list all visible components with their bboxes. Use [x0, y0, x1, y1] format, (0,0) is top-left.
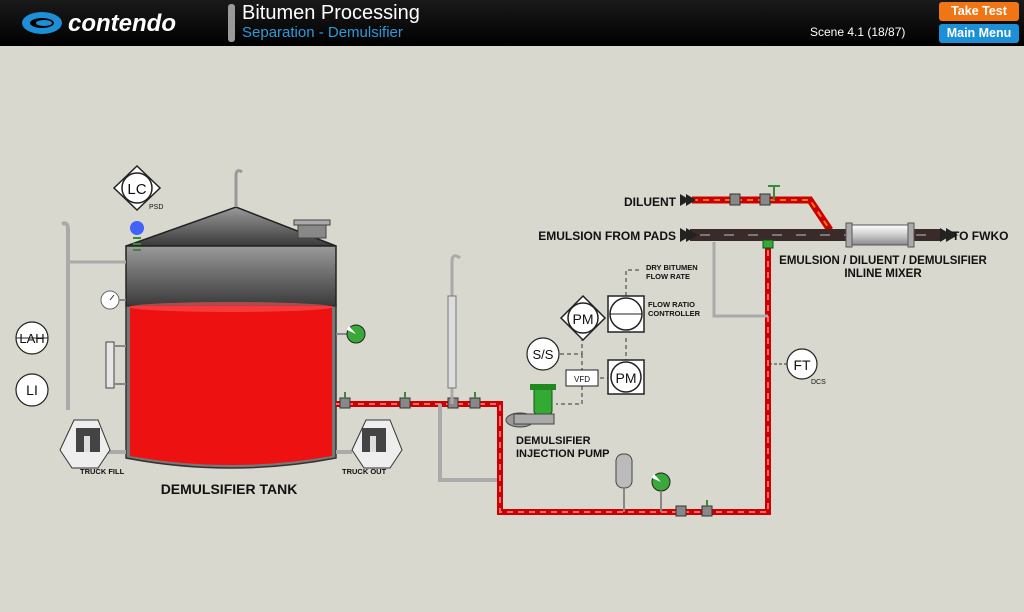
- tank-gauge: [336, 324, 366, 344]
- li-instrument[interactable]: LI: [15, 373, 49, 407]
- discharge-gauge: [651, 472, 671, 512]
- pm-top-instrument[interactable]: PM: [559, 294, 607, 342]
- lc-instrument[interactable]: LC: [112, 164, 162, 212]
- vfd-label: VFD: [574, 375, 590, 384]
- lc-label: LC: [127, 181, 146, 198]
- dcs-label: DCS: [811, 379, 826, 386]
- ss-instrument[interactable]: S/S: [526, 337, 560, 371]
- ft-instrument[interactable]: FT: [768, 348, 818, 380]
- process-diagram: DEMULSIFIER TANK LC PSD LAH LI: [15, 164, 1008, 517]
- sight-glass: [105, 341, 126, 389]
- demulsifier-discharge-line: [497, 246, 771, 515]
- vfd-box[interactable]: VFD: [565, 369, 599, 387]
- pulsation-dampener: [615, 453, 633, 512]
- emulsion-branch-pipe: [712, 242, 768, 318]
- calibration-column: [438, 254, 500, 482]
- lah-instrument[interactable]: LAH: [15, 321, 49, 355]
- pump-label-1: DEMULSIFIER: [516, 435, 591, 447]
- dry-bitumen-label-2: FLOW RATE: [646, 272, 690, 281]
- mixer-label-1: EMULSION / DILUENT / DEMULSIFIER: [779, 255, 987, 267]
- diluent-valves[interactable]: [729, 185, 780, 206]
- injection-point: [762, 239, 774, 249]
- fill-pipe: [61, 221, 126, 454]
- truck-out-label: TRUCK OUT: [342, 467, 387, 476]
- truck-out-station[interactable]: [336, 419, 403, 469]
- page-subtitle: Separation - Demulsifier: [242, 24, 403, 41]
- demulsifier-tank: [125, 169, 337, 469]
- emulsion-from-pads-label: EMULSION FROM PADS: [538, 229, 676, 243]
- take-test-button[interactable]: Take Test: [939, 2, 1019, 21]
- main-menu-button[interactable]: Main Menu: [939, 24, 1019, 43]
- contendo-logo: contendo: [22, 10, 176, 37]
- tank-liquid: [130, 306, 332, 465]
- lah-label: LAH: [19, 331, 44, 346]
- pump-label-2: INJECTION PUMP: [516, 448, 610, 460]
- pm-bottom-instrument[interactable]: PM: [607, 359, 645, 395]
- diluent-label: DILUENT: [624, 195, 677, 209]
- pm-bottom-label: PM: [616, 370, 637, 386]
- level-transmitter: [130, 221, 144, 251]
- demulsifier-injection-pump[interactable]: [505, 384, 556, 428]
- flow-ratio-controller[interactable]: [607, 295, 645, 333]
- truck-fill-label: TRUCK FILL: [80, 467, 125, 476]
- inline-mixer[interactable]: [845, 222, 915, 248]
- header-bar: contendo Bitumen Processing Separation -…: [0, 0, 1024, 46]
- tank-label: DEMULSIFIER TANK: [161, 481, 298, 497]
- pressure-gauge: [100, 290, 126, 310]
- li-label: LI: [26, 382, 38, 398]
- pm-top-label: PM: [573, 311, 594, 327]
- frc-label-2: CONTROLLER: [648, 309, 701, 318]
- scene-counter: Scene 4.1 (18/87): [810, 25, 906, 39]
- demulsifier-suction-line: [336, 401, 503, 420]
- logo-text: contendo: [68, 10, 176, 37]
- discharge-valves[interactable]: [675, 500, 713, 517]
- to-fwko-label: TO FWKO: [952, 229, 1008, 243]
- diluent-line: [680, 194, 833, 232]
- page-title: Bitumen Processing: [242, 2, 420, 24]
- emulsion-line: [680, 228, 958, 242]
- truck-fill-station[interactable]: [59, 419, 111, 469]
- ft-label: FT: [793, 357, 811, 373]
- ss-label: S/S: [533, 347, 554, 362]
- mixer-label-2: INLINE MIXER: [844, 268, 922, 280]
- header-divider: [228, 4, 235, 42]
- frc-label-1: FLOW RATIO: [648, 300, 695, 309]
- dry-bitumen-label-1: DRY BITUMEN: [646, 263, 698, 272]
- psd-label: PSD: [149, 204, 163, 211]
